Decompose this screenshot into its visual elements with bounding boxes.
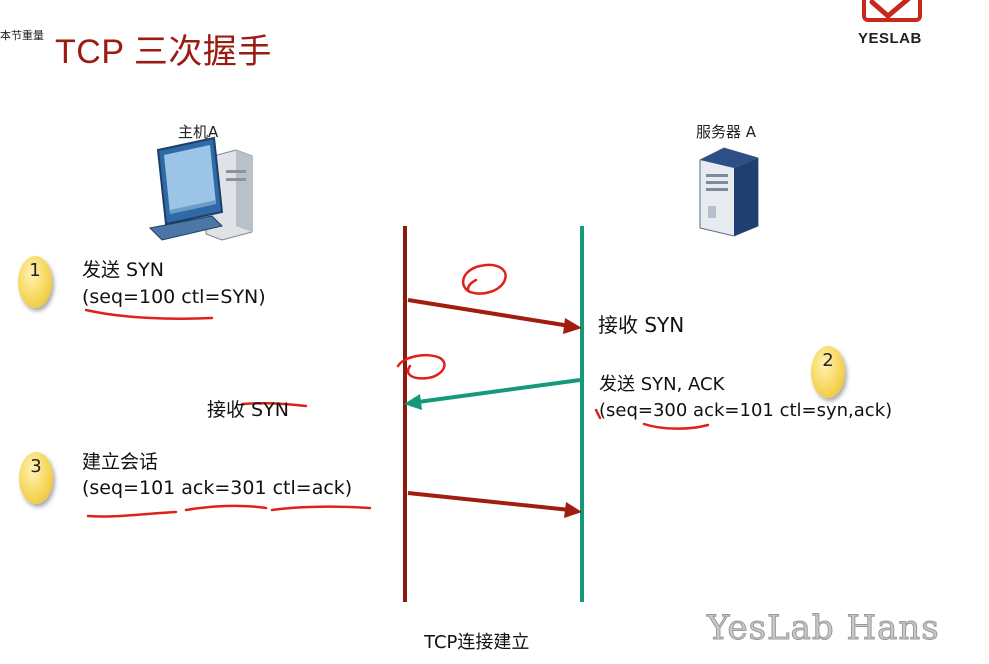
handwritten-annotations bbox=[84, 263, 710, 518]
host-receive-label: 接收 SYN bbox=[207, 399, 289, 421]
ack-arrow bbox=[407, 491, 582, 518]
server-icon bbox=[699, 147, 759, 237]
step-3-title: 建立会话 bbox=[82, 451, 159, 473]
step-2-detail: (seq=300 ack=101 ctl=syn,ack) bbox=[599, 400, 893, 421]
server-label: 服务器 A bbox=[696, 123, 757, 141]
step-3-detail: (seq=101 ack=301 ctl=ack) bbox=[82, 477, 353, 499]
step-1-title: 发送 SYN bbox=[82, 259, 164, 281]
step-1-badge: 1 bbox=[18, 256, 52, 308]
syn-arrow bbox=[407, 298, 582, 334]
corner-note: 本节重量 bbox=[0, 29, 44, 42]
step-2-title: 发送 SYN, ACK bbox=[599, 374, 725, 395]
host-computer-icon bbox=[148, 136, 253, 241]
syn-ack-arrow bbox=[404, 378, 581, 410]
yeslab-logo-icon bbox=[862, 0, 922, 22]
step-3-badge: 3 bbox=[19, 452, 53, 504]
diagram-caption: TCP连接建立 bbox=[424, 632, 530, 653]
logo-text: YESLAB bbox=[858, 30, 922, 47]
host-label: 主机A bbox=[178, 123, 219, 141]
page-title: TCP 三次握手 bbox=[55, 33, 272, 71]
watermark: YesLab Hans bbox=[707, 608, 940, 649]
step-2-badge: 2 bbox=[811, 346, 845, 398]
server-receive-label: 接收 SYN bbox=[598, 313, 685, 337]
step-1-detail: (seq=100 ctl=SYN) bbox=[82, 286, 266, 308]
